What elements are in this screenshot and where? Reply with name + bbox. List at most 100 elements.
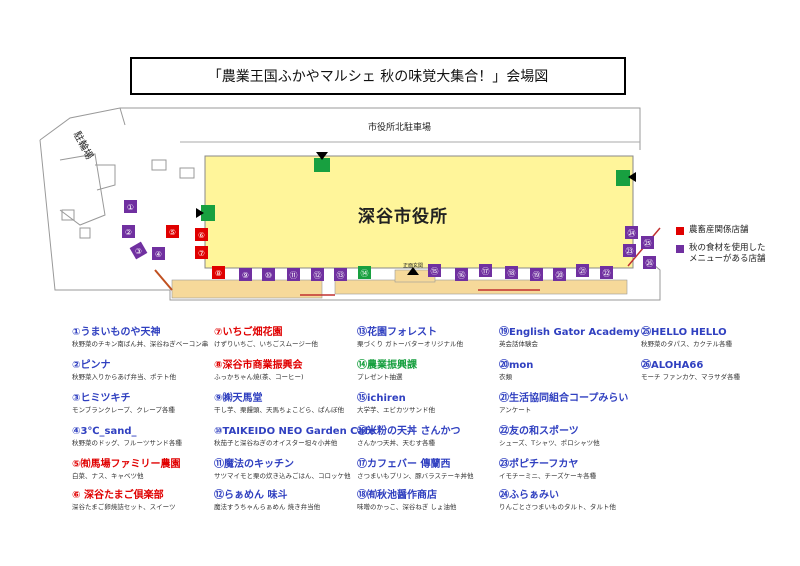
booth-number: ② — [125, 228, 132, 237]
walkway-east — [334, 279, 628, 295]
booth-number: ⑨ — [242, 271, 249, 280]
booth-number: ③ — [135, 247, 142, 256]
vendor-desc: 英会話体験会 — [499, 340, 538, 348]
entrance-marker-east — [616, 170, 636, 186]
booth-purple: ㉔ — [625, 226, 638, 239]
booth-purple: ⑫ — [311, 268, 324, 281]
vendor-name: ⑨㈱天馬堂 — [214, 393, 263, 404]
booth-number: ⑳ — [556, 271, 564, 280]
booth-number: ⑬ — [337, 271, 345, 280]
vendor-item: ⑫らぁめん 味斗魔法すうちゃんらぁめん 焼き弁当他 — [214, 489, 360, 512]
booth-purple: ⑱ — [505, 266, 518, 279]
booth-purple: ⑮ — [428, 264, 441, 277]
booth-number: ① — [127, 203, 134, 212]
city-hall-building — [204, 155, 634, 269]
booth-purple: ④ — [152, 247, 165, 260]
vendor-desc: 衣類 — [499, 373, 512, 381]
booth-purple: ⑪ — [287, 268, 300, 281]
vendor-desc: りんごとさつまいものタルト、タルト他 — [499, 503, 616, 511]
vendor-name: ⑬花園フォレスト — [357, 327, 437, 338]
north-lot-label: 市役所北駐車場 — [368, 123, 432, 133]
booth-purple: ㉕ — [641, 236, 654, 249]
map-title: 「農業王国ふかやマルシェ 秋の味覚大集合！」会場図 — [130, 57, 626, 95]
vendor-name: ㉕HELLO HELLO — [641, 327, 727, 338]
vendor-desc: さんかつ天丼、天むす各種 — [357, 439, 435, 447]
vendor-item: ⑯米粉の天丼 さんかつさんかつ天丼、天むす各種 — [357, 425, 503, 448]
vendor-desc: 秋野菜のチキン南ばん丼、深谷ねぎベーコン串 — [72, 340, 209, 348]
vendor-desc: シューズ、Tシャツ、ポロシャツ他 — [499, 439, 600, 447]
booth-number: ⑥ — [198, 231, 205, 240]
vendor-item: ⑲English Gator Academy 英会話体験会 — [499, 326, 645, 349]
booth-number: ⑱ — [508, 269, 516, 278]
vendor-name: ⑫らぁめん 味斗 — [214, 490, 288, 501]
vendor-desc: サツマイモと栗の炊き込みごはん、コロッケ他 — [214, 472, 351, 480]
vendor-desc: プレゼント抽選 — [357, 373, 403, 381]
vendor-item: ⑬花園フォレスト栗づくり ガトーバターオリジナル他 — [357, 326, 503, 349]
vendor-item: ⑧深谷市商業振興会ふっかちゃん焼(茶、コーヒー) — [214, 359, 360, 382]
booth-purple: ⑯ — [455, 268, 468, 281]
booth-number: ㉑ — [579, 267, 587, 276]
booth-purple: ㉑ — [576, 264, 589, 277]
booth-purple: ⑰ — [479, 264, 492, 277]
entrance-marker-front — [407, 267, 419, 275]
booth-number: ㉒ — [603, 269, 611, 278]
vendor-name: ⑱㈲秋池醤作商店 — [357, 490, 437, 501]
vendor-item: ④3℃_sand_秋野菜のドッグ、フルーツサンド各種 — [72, 425, 218, 448]
vendor-item: ⑰カフェバー 傳蘭西さつまいもプリン、豚バラステーキ丼他 — [357, 458, 503, 481]
booth-green: ⑭ — [358, 266, 371, 279]
vendor-name: ①うまいものや天神 — [72, 327, 161, 338]
vendor-item: ⑳mon 衣類 — [499, 359, 645, 382]
vendor-item: ⑭農業振興課プレゼント抽選 — [357, 359, 503, 382]
vendor-name: ㉒友の和スポーツ — [499, 426, 579, 437]
vendor-name: ⑥ 深谷たまご倶楽部 — [72, 490, 164, 501]
booth-number: ⑭ — [361, 269, 369, 278]
vendor-desc: 秋茄子と深谷ねぎのオイスター坦々小丼他 — [214, 439, 338, 447]
booth-number: ㉖ — [646, 259, 654, 268]
vendor-desc: モンブランクレープ、クレープ各種 — [72, 406, 175, 414]
main-entrance-label: 正面玄関 — [403, 263, 424, 269]
booth-number: ⑪ — [290, 271, 298, 280]
booth-number: ⑫ — [314, 271, 322, 280]
legend-purple-label-2: メニューがある店舗 — [689, 254, 766, 264]
site-outline — [39, 107, 661, 301]
vendor-name: ⑯米粉の天丼 さんかつ — [357, 426, 461, 437]
legend-purple-label-1: 秋の食材を使用した — [689, 243, 766, 253]
legend-purple-swatch — [676, 245, 684, 253]
legend-red-label: 農畜産関係店舗 — [689, 225, 749, 235]
vendor-desc: 大学芋、エビカツサンド他 — [357, 406, 435, 414]
vendor-desc: アンケート — [499, 406, 532, 414]
vendor-item: ⑱㈲秋池醤作商店味噌のかっこ、深谷ねぎ しょ油他 — [357, 489, 503, 512]
booth-purple: ① — [124, 200, 137, 213]
vendor-desc: 魔法すうちゃんらぁめん 焼き弁当他 — [214, 503, 321, 511]
booth-purple: ㉖ — [643, 256, 656, 269]
booth-purple: ⑳ — [553, 268, 566, 281]
vendor-item: ⑪魔法のキッチンサツマイモと栗の炊き込みごはん、コロッケ他 — [214, 458, 360, 481]
vendor-item: ⑨㈱天馬堂干し芋、栗饅頭、天馬ちょこどら、ぱんぼ他 — [214, 392, 360, 415]
entrance-marker-north — [314, 152, 330, 172]
vendor-item: ⑥ 深谷たまご倶楽部深谷たまご卵焼詰セット、スイーツ — [72, 489, 218, 512]
vendor-desc: 深谷たまご卵焼詰セット、スイーツ — [72, 503, 176, 511]
vendor-desc: モーチ ファンカケ、マラサダ各種 — [641, 373, 741, 381]
vendor-item: ⑩TAIKEIDO NEO Garden Cafe 秋茄子と深谷ねぎのオイスター坦… — [214, 425, 376, 448]
vendor-item: ㉑生活協同組合コープみらいアンケート — [499, 392, 645, 415]
vendor-name: ⑲English Gator Academy — [499, 327, 640, 338]
vendor-desc: 味噌のかっこ、深谷ねぎ しょ油他 — [357, 503, 457, 511]
vendor-name: ㉓ポピチーフカヤ — [499, 459, 579, 470]
booth-purple: ⑩ — [262, 268, 275, 281]
vendor-name: ⑩TAIKEIDO NEO Garden Cafe — [214, 426, 376, 437]
vendor-name: ⑤㈲馬場ファミリー農園 — [72, 459, 181, 470]
legend-purple: 秋の食材を使用した メニューがある店舗 — [676, 243, 766, 265]
vendor-name: ⑳mon — [499, 360, 534, 371]
vendor-item: ③ヒミツキチモンブランクレープ、クレープ各種 — [72, 392, 218, 415]
booth-red: ⑤ — [166, 225, 179, 238]
vendor-name: ⑦いちご畑花園 — [214, 327, 283, 338]
booth-number: ㉕ — [644, 239, 652, 248]
vendor-item: ①うまいものや天神秋野菜のチキン南ばん丼、深谷ねぎベーコン串 — [72, 326, 218, 349]
vendor-item: ⑤㈲馬場ファミリー農園白菜、ナス、キャベツ他 — [72, 458, 218, 481]
vendor-desc: 栗づくり ガトーバターオリジナル他 — [357, 340, 464, 348]
vendor-desc: けずりいちご、いちごスムージー他 — [214, 340, 318, 348]
